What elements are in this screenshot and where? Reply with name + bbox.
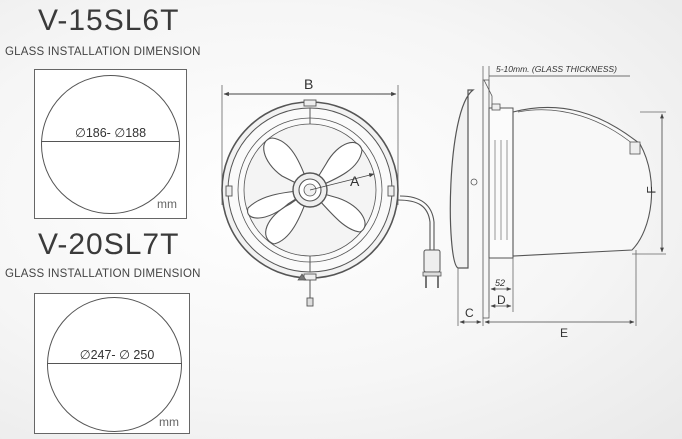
- unit-label-2: mm: [159, 415, 179, 429]
- glass-dimension-box-1: ∅186- ∅188 mm: [34, 69, 187, 219]
- label-c: C: [465, 306, 474, 320]
- model-title-2: V-20SL7T: [38, 228, 180, 261]
- unit-label-1: mm: [157, 197, 177, 211]
- glass-hole-dimension-2: ∅247- ∅ 250: [79, 348, 155, 362]
- fan-side-view: [449, 79, 653, 319]
- label-glass-thickness: 5-10mm. (GLASS THICKNESS): [496, 64, 617, 74]
- fan-front-view: [221, 99, 399, 307]
- model-title-1: V-15SL6T: [38, 4, 180, 37]
- installation-caption-2: GLASS INSTALLATION DIMENSION: [5, 268, 201, 280]
- power-cord: [397, 195, 442, 288]
- label-e: E: [560, 326, 569, 340]
- glass-hole-circle-1: [41, 75, 180, 214]
- diameter-line-1: [41, 141, 180, 142]
- side-dimensions: [457, 66, 666, 326]
- label-a: A: [350, 173, 360, 189]
- diameter-line-2: [47, 363, 182, 364]
- glass-hole-circle-2: [47, 297, 182, 432]
- dimension-a: [309, 173, 375, 191]
- glass-hole-dimension-1: ∅186- ∅188: [74, 126, 147, 140]
- label-52: 52: [495, 278, 506, 288]
- label-d: D: [497, 293, 506, 307]
- label-f: F: [644, 186, 659, 194]
- installation-caption-1: GLASS INSTALLATION DIMENSION: [5, 46, 201, 58]
- glass-dimension-box-2: ∅247- ∅ 250 mm: [34, 293, 190, 434]
- label-b: B: [304, 76, 314, 92]
